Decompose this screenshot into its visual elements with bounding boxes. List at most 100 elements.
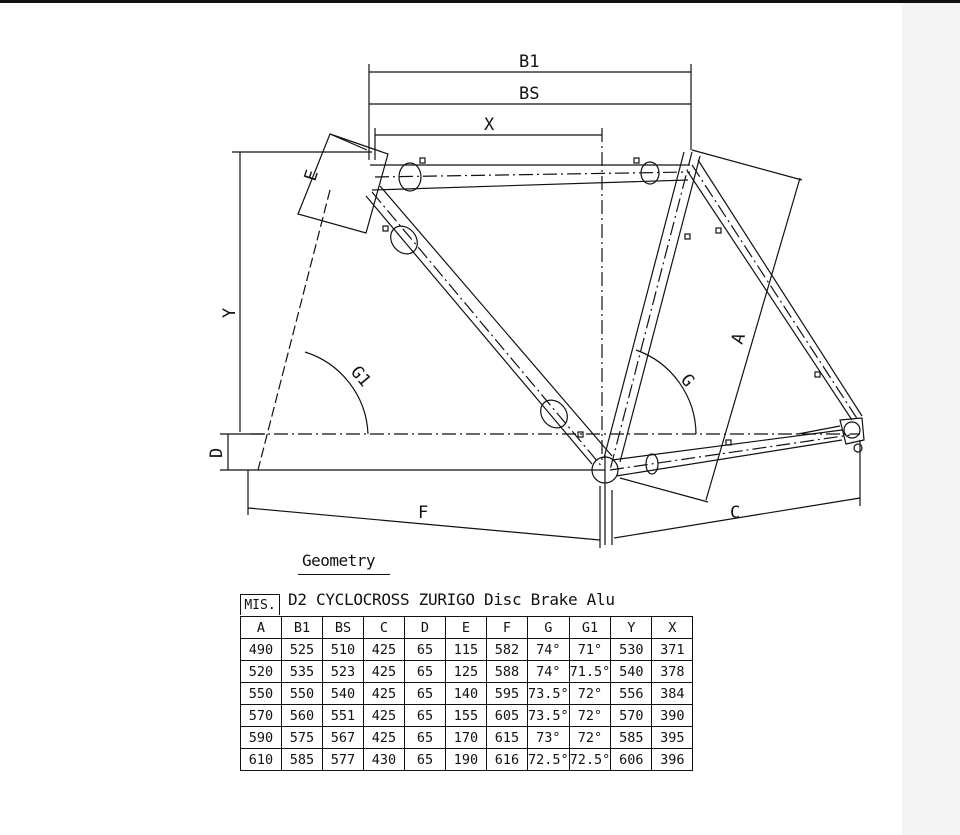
table-cell: 72.5° <box>568 748 612 771</box>
geometry-title: Geometry <box>302 551 376 570</box>
table-cell: 115 <box>445 638 487 661</box>
table-cell: 65 <box>404 638 446 661</box>
table-cell: 510 <box>322 638 364 661</box>
table-cell: 65 <box>404 726 446 749</box>
table-cell: 550 <box>281 682 323 705</box>
table-cell: 155 <box>445 704 487 727</box>
table-cell: 72° <box>568 704 612 727</box>
label-bs: BS <box>519 84 539 104</box>
label-g: G <box>676 370 698 391</box>
geometry-caption: D2 CYCLOCROSS ZURIGO Disc Brake Alu <box>288 590 615 609</box>
right-margin-strip <box>902 3 960 835</box>
table-cell: 605 <box>486 704 528 727</box>
table-cell: 523 <box>322 660 364 683</box>
table-row: 570 560 551 425 65 155 605 73.5° 72° 570… <box>240 704 694 727</box>
header-cell: B1 <box>281 616 323 639</box>
table-cell: 140 <box>445 682 487 705</box>
table-cell: 65 <box>404 748 446 771</box>
table-cell: 606 <box>610 748 653 771</box>
table-row: 610 585 577 430 65 190 616 72.5° 72.5° 6… <box>240 748 694 771</box>
g-angle-arc <box>635 349 697 435</box>
table-cell: 616 <box>486 748 528 771</box>
table-cell: 73° <box>527 726 570 749</box>
seat-stay <box>687 171 853 421</box>
header-cell: A <box>240 616 282 639</box>
table-cell: 396 <box>651 748 694 771</box>
geometry-table: A B1 BS C D E F G G1 Y X 490 525 510 425… <box>240 616 694 771</box>
label-y: Y <box>220 308 240 318</box>
table-cell: 65 <box>404 682 446 705</box>
header-cell: F <box>486 616 528 639</box>
header-cell: C <box>363 616 405 639</box>
table-cell: 570 <box>610 704 653 727</box>
table-cell: 575 <box>281 726 323 749</box>
a-dimension-line <box>705 177 801 501</box>
table-cell: 588 <box>486 660 528 683</box>
header-cell: Y <box>610 616 653 639</box>
table-cell: 384 <box>651 682 694 705</box>
label-d: D <box>207 448 227 458</box>
table-cell: 610 <box>240 748 282 771</box>
head-tube <box>297 133 389 234</box>
table-row: 550 550 540 425 65 140 595 73.5° 72° 556… <box>240 682 694 705</box>
table-cell: 425 <box>363 638 405 661</box>
table-cell: 520 <box>240 660 282 683</box>
table-cell: 190 <box>445 748 487 771</box>
table-cell: 530 <box>610 638 653 661</box>
table-cell: 425 <box>363 704 405 727</box>
table-row: 490 525 510 425 65 115 582 74° 71° 530 3… <box>240 638 694 661</box>
table-cell: 425 <box>363 682 405 705</box>
table-cell: 551 <box>322 704 364 727</box>
c-dimension-line <box>613 497 861 539</box>
table-cell: 371 <box>651 638 694 661</box>
label-x: X <box>484 115 495 135</box>
table-cell: 170 <box>445 726 487 749</box>
table-cell: 71.5° <box>568 660 612 683</box>
f-dimension-line <box>247 507 601 541</box>
table-cell: 540 <box>322 682 364 705</box>
table-cell: 65 <box>404 704 446 727</box>
table-header-row: A B1 BS C D E F G G1 Y X <box>240 616 694 639</box>
table-cell: 125 <box>445 660 487 683</box>
table-cell: 582 <box>486 638 528 661</box>
header-cell: G1 <box>568 616 612 639</box>
header-cell: BS <box>322 616 364 639</box>
table-cell: 556 <box>610 682 653 705</box>
table-cell: 65 <box>404 660 446 683</box>
g1-angle-arc <box>304 351 369 435</box>
table-cell: 73.5° <box>527 704 570 727</box>
table-row: 520 535 523 425 65 125 588 74° 71.5° 540… <box>240 660 694 683</box>
table-cell: 585 <box>281 748 323 771</box>
header-cell: D <box>404 616 446 639</box>
table-cell: 590 <box>240 726 282 749</box>
label-f: F <box>418 503 428 523</box>
header-cell: G <box>527 616 570 639</box>
mis-label: MIS. <box>240 594 280 615</box>
table-cell: 72.5° <box>527 748 570 771</box>
top-border <box>0 0 960 3</box>
table-cell: 595 <box>486 682 528 705</box>
down-tube <box>365 195 593 465</box>
table-cell: 430 <box>363 748 405 771</box>
table-cell: 72° <box>568 726 612 749</box>
table-cell: 585 <box>610 726 653 749</box>
label-a: A <box>728 331 750 347</box>
table-row: 590 575 567 425 65 170 615 73° 72° 585 3… <box>240 726 694 749</box>
table-cell: 74° <box>527 660 570 683</box>
table-cell: 378 <box>651 660 694 683</box>
table-cell: 615 <box>486 726 528 749</box>
table-cell: 567 <box>322 726 364 749</box>
label-e: E <box>301 168 323 184</box>
rear-dropout <box>843 421 861 439</box>
table-cell: 390 <box>651 704 694 727</box>
table-cell: 560 <box>281 704 323 727</box>
table-cell: 74° <box>527 638 570 661</box>
table-cell: 425 <box>363 660 405 683</box>
table-cell: 540 <box>610 660 653 683</box>
table-cell: 395 <box>651 726 694 749</box>
label-b1: B1 <box>519 52 539 72</box>
header-cell: E <box>445 616 487 639</box>
table-cell: 550 <box>240 682 282 705</box>
label-g1: G1 <box>346 362 374 391</box>
